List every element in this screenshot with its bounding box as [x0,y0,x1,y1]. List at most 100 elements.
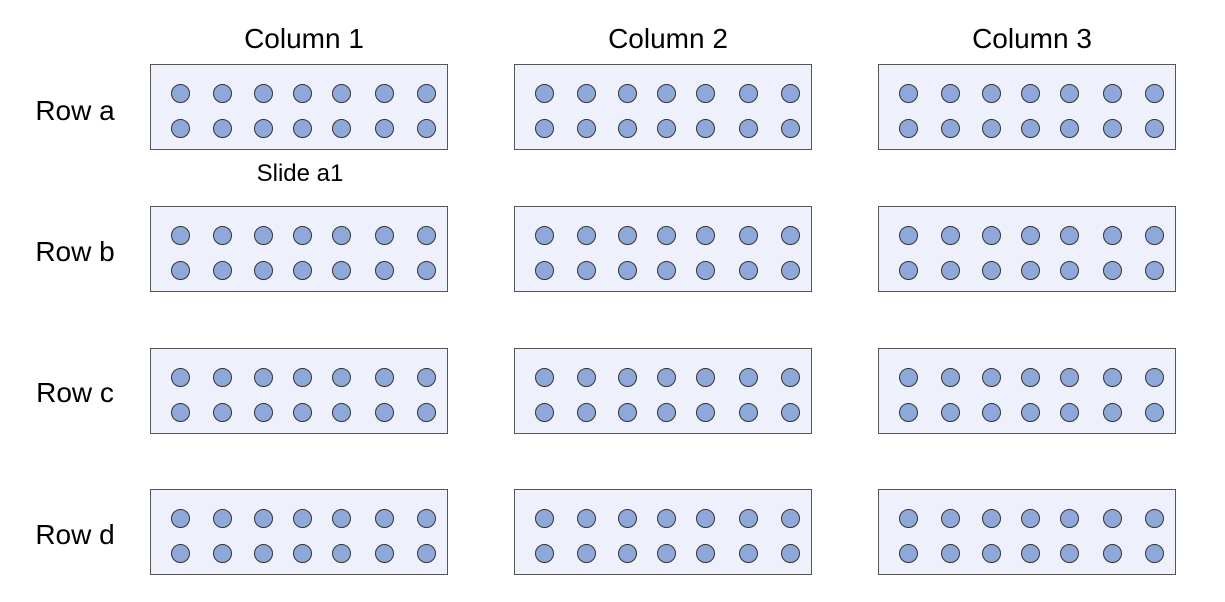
well-dot [170,508,190,528]
well-dot [292,402,312,422]
well-dot [1059,508,1079,528]
well-dot [1059,260,1079,280]
well-dot [780,83,800,103]
well-dot [212,402,232,422]
well-dot [1059,225,1079,245]
well-dot [292,118,312,138]
well-dot [1102,225,1122,245]
well-dot [780,543,800,563]
well-dot [170,402,190,422]
well-dot [617,260,637,280]
well-dot [695,118,715,138]
well-dot [695,260,715,280]
well-dot [695,508,715,528]
well-dot [738,367,758,387]
slide-d1 [150,489,448,575]
well-dot [253,543,273,563]
well-dot [1020,118,1040,138]
well-dot [576,225,596,245]
well-dot [292,225,312,245]
well-dot [1144,543,1164,563]
well-dot [292,508,312,528]
well-dot [617,367,637,387]
well-dot [738,225,758,245]
well-dot [1102,402,1122,422]
well-dot [331,543,351,563]
well-dot [940,83,960,103]
well-dot [1102,543,1122,563]
well-dot [617,83,637,103]
well-dot [331,83,351,103]
well-dot [1102,260,1122,280]
well-dot [576,543,596,563]
well-dot [292,83,312,103]
row-label-b: Row b [35,236,115,267]
well-dot [374,543,394,563]
well-dot [374,225,394,245]
well-dot [212,225,232,245]
slide-a2 [514,64,812,150]
well-dot [898,402,918,422]
well-dot [374,402,394,422]
well-dot [212,543,232,563]
well-dot [617,402,637,422]
well-dot [1102,508,1122,528]
well-dot [253,83,273,103]
well-dot [780,118,800,138]
row-label-c: Row c [36,377,114,408]
well-dot [617,225,637,245]
slide-a3 [878,64,1176,150]
well-dot [656,83,676,103]
well-dot [212,508,232,528]
well-dot [940,508,960,528]
well-dot [534,508,554,528]
well-dot [534,118,554,138]
well-dot [1020,402,1040,422]
well-dot [656,402,676,422]
well-dot [170,260,190,280]
well-dot [416,508,436,528]
slide-c2 [514,348,812,434]
well-dot [940,225,960,245]
well-dot [940,402,960,422]
well-dot [534,367,554,387]
well-dot [981,543,1001,563]
well-dot [1059,83,1079,103]
well-dot [331,402,351,422]
well-dot [292,543,312,563]
well-dot [416,118,436,138]
well-dot [981,402,1001,422]
well-dot [170,543,190,563]
column-header-2: Column 2 [608,23,728,54]
well-dot [292,367,312,387]
well-dot [1020,225,1040,245]
well-dot [617,118,637,138]
well-dot [253,367,273,387]
well-dot [940,118,960,138]
well-dot [534,83,554,103]
well-dot [738,83,758,103]
well-dot [1144,260,1164,280]
well-dot [170,83,190,103]
well-dot [898,225,918,245]
well-dot [898,367,918,387]
well-dot [695,543,715,563]
well-dot [576,367,596,387]
well-dot [1020,508,1040,528]
slide-a1 [150,64,448,150]
well-dot [1059,367,1079,387]
well-dot [695,367,715,387]
well-dot [738,260,758,280]
well-dot [1102,83,1122,103]
slide-d3 [878,489,1176,575]
well-dot [780,225,800,245]
well-dot [1102,118,1122,138]
row-label-d: Row d [35,519,115,550]
row-label-a: Row a [35,95,115,126]
slide-b3 [878,206,1176,292]
well-dot [898,508,918,528]
well-dot [212,83,232,103]
well-dot [253,402,273,422]
slide-d2 [514,489,812,575]
well-dot [738,118,758,138]
